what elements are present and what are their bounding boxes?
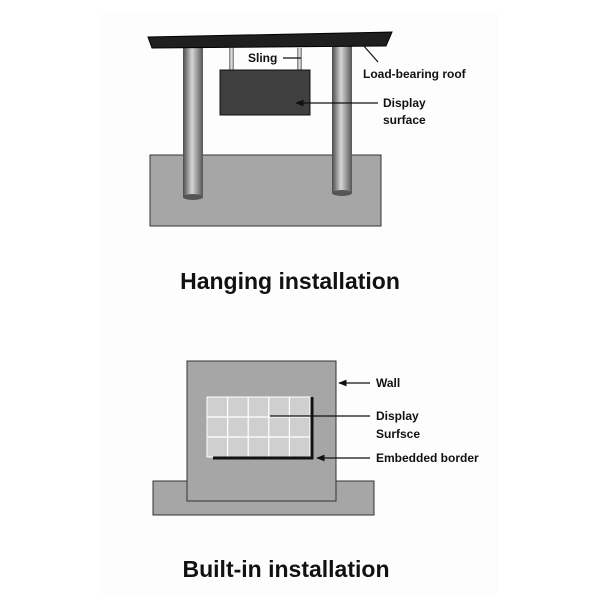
hanging-installation-title: Hanging installation: [180, 268, 400, 294]
builtin-installation-title: Built-in installation: [183, 556, 390, 582]
roof-label: Load-bearing roof: [363, 67, 467, 81]
right-sling: [297, 48, 302, 70]
display-surface-label-line2: surface: [383, 113, 426, 127]
display-grid: [206, 396, 311, 458]
wall-label: Wall: [376, 376, 400, 390]
display-surface: [219, 69, 311, 116]
load-bearing-roof: [147, 31, 393, 49]
sling-label: Sling: [248, 51, 277, 65]
builtin-installation-figure: Wall Display Surfsce Embedded border: [152, 360, 479, 516]
embedded-border-label: Embedded border: [376, 451, 479, 465]
display-grid-background: [206, 396, 311, 458]
hanging-installation-figure: Sling Load-bearing roof Display surface: [147, 31, 467, 227]
left-sling: [229, 48, 234, 70]
left-pillar: [183, 42, 203, 197]
embedded-border: [213, 397, 314, 460]
display-surface-label-line2-2: Surfsce: [376, 427, 420, 441]
left-pillar-foot: [183, 194, 203, 200]
right-pillar-foot: [332, 190, 352, 196]
right-pillar: [332, 42, 352, 193]
display-surface-label-line1: Display: [383, 96, 426, 110]
roof-leader-line: [362, 44, 379, 63]
display-surface-label-line1-2: Display: [376, 409, 419, 423]
